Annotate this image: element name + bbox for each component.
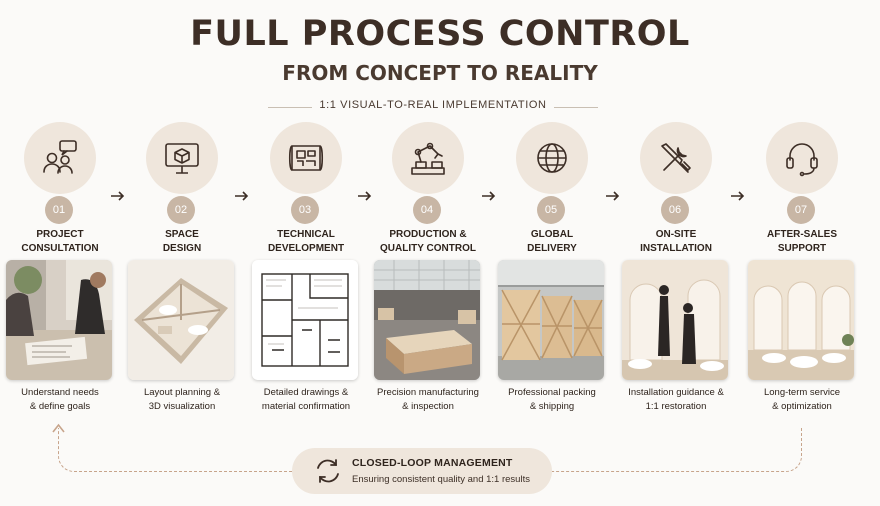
wooden-crates-photo	[498, 260, 604, 380]
tagline-group: 1:1 VISUAL-TO-REAL IMPLEMENTATION	[268, 99, 598, 115]
step-caption: Layout planning & 3D visualization	[143, 387, 221, 412]
arrow-right-icon	[606, 191, 620, 201]
step-title: AFTER-SALES SUPPORT	[767, 229, 837, 254]
closed-loop-badge: CLOSED-LOOP MANAGEMENT Ensuring consiste…	[292, 448, 552, 494]
tools-icon	[661, 143, 691, 173]
step-title: ON-SITE INSTALLATION	[640, 229, 712, 254]
subtitle: FROM CONCEPT TO REALITY	[282, 61, 598, 85]
step-07: 07 AFTER-SALES SUPPORT Long-term service…	[748, 122, 860, 420]
step-title: SPACE DESIGN	[162, 229, 202, 254]
monitor-cube-icon	[165, 143, 199, 174]
tagline-divider-right	[554, 107, 598, 108]
step-title: PRODUCTION & QUALITY CONTROL	[380, 229, 476, 254]
step-number: 01	[45, 196, 73, 224]
step-04: 04 PRODUCTION & QUALITY CONTROL Precisio…	[374, 122, 486, 420]
step-03: 03 TECHNICAL DEVELOPMENT Detailed drawin…	[252, 122, 364, 420]
step-01: 01 PROJECT CONSULTATION Understand needs…	[6, 122, 118, 420]
factory-photo	[374, 260, 480, 380]
floor-plan-drawing	[252, 260, 358, 380]
loop-subtitle: Ensuring consistent quality and 1:1 resu…	[352, 474, 530, 485]
main-title: FULL PROCESS CONTROL	[190, 14, 690, 54]
robot-arm-icon	[411, 142, 445, 175]
step-icon-circle	[270, 122, 342, 194]
loop-connector-left	[58, 428, 298, 472]
tagline: 1:1 VISUAL-TO-REAL IMPLEMENTATION	[319, 99, 547, 111]
loop-title: CLOSED-LOOP MANAGEMENT	[352, 457, 513, 469]
step-icon-circle	[24, 122, 96, 194]
step-icon-circle	[392, 122, 464, 194]
step-icon-circle	[766, 122, 838, 194]
step-icon-circle	[516, 122, 588, 194]
arrow-up-icon	[52, 423, 65, 433]
step-icon-circle	[146, 122, 218, 194]
arrow-right-icon	[731, 191, 745, 201]
step-caption: Long-term service & optimization	[763, 387, 841, 412]
step-number: 07	[787, 196, 815, 224]
step-title: TECHNICAL DEVELOPMENT	[267, 229, 345, 254]
loop-connector-right	[552, 428, 802, 472]
step-title: GLOBAL DELIVERY	[527, 229, 577, 254]
headset-icon	[786, 143, 818, 177]
refresh-cycle-icon	[317, 459, 339, 483]
globe-icon	[537, 143, 567, 173]
step-caption: Understand needs & define goals	[21, 387, 99, 412]
finished-interior-photo	[748, 260, 854, 380]
3d-layout-photo	[128, 260, 234, 380]
step-number: 02	[167, 196, 195, 224]
arrow-right-icon	[235, 191, 249, 201]
step-number: 06	[661, 196, 689, 224]
arrow-right-icon	[482, 191, 496, 201]
step-number: 03	[291, 196, 319, 224]
step-icon-circle	[640, 122, 712, 194]
step-05: 05 GLOBAL DELIVERY Profession	[498, 122, 610, 420]
step-number: 05	[537, 196, 565, 224]
arrow-right-icon	[111, 191, 125, 201]
installation-photo	[622, 260, 728, 380]
step-caption: Detailed drawings & material confirmatio…	[261, 387, 351, 412]
consultation-photo	[6, 260, 112, 380]
blueprint-icon	[288, 145, 324, 171]
step-caption: Professional packing & shipping	[508, 387, 596, 412]
step-06: 06 ON-SITE INSTALLATION Installation gui…	[622, 122, 734, 420]
arrow-right-icon	[358, 191, 372, 201]
step-title: PROJECT CONSULTATION	[21, 229, 99, 254]
step-caption: Precision manufacturing & inspection	[377, 387, 479, 412]
tagline-divider-left	[268, 107, 312, 108]
step-caption: Installation guidance & 1:1 restoration	[628, 387, 724, 412]
people-chat-icon	[43, 140, 77, 174]
step-number: 04	[413, 196, 441, 224]
step-02: 02 SPACE DESIGN Layout planning & 3D vis…	[128, 122, 240, 420]
